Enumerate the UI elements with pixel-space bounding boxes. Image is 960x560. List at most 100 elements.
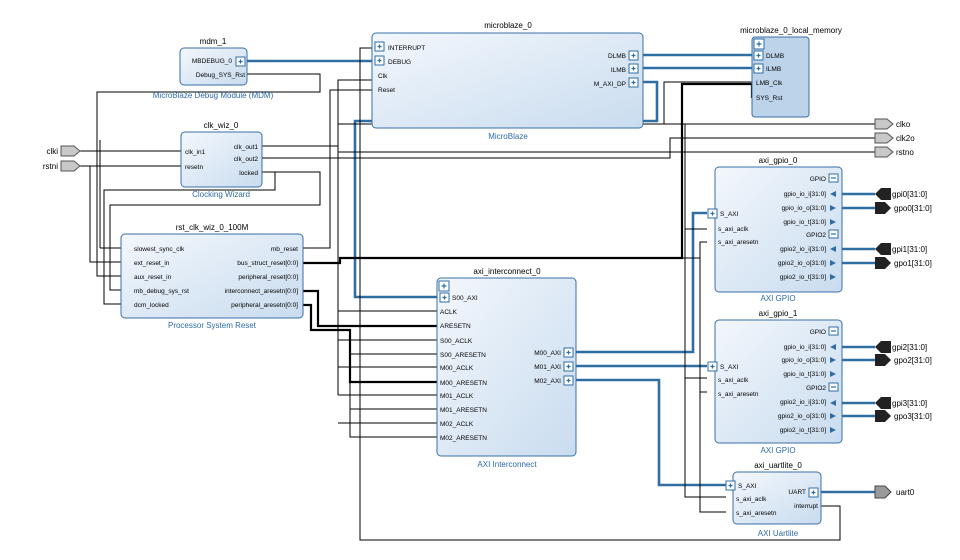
pin-label: M01_AXI (534, 364, 561, 371)
block-proc-sys-reset[interactable]: rst_clk_wiz_0_100M slowest_sync_clk ext_… (120, 223, 304, 330)
port-label: clki (46, 147, 58, 156)
block-body (120, 233, 304, 319)
pin-label: SYS_Rst (756, 95, 783, 102)
bus-input-port-icon (875, 243, 891, 255)
port-label: rstno (896, 148, 914, 157)
pin-label: slowest_sync_clk (134, 246, 185, 253)
block-axi-uartlite[interactable]: axi_uartlite_0 S_AXI s_axi_aclk s_axi_ar… (725, 461, 822, 538)
pin-label: M00_ACLK (440, 365, 474, 372)
block-microblaze[interactable]: microblaze_0 INTERRUPT DEBUG Clk Reset D… (371, 21, 644, 141)
port-gpo3[interactable]: gpo3[31:0] (875, 410, 932, 422)
block-clk-wiz[interactable]: clk_wiz_0 clk_in1 resetn clk_out1 clk_ou… (180, 121, 263, 199)
pin-label: gpio_io_t[31:0] (783, 371, 826, 378)
pin-label: S00_AXI (452, 295, 478, 302)
pin-label: M02_AXI (534, 378, 561, 385)
block-body (714, 319, 843, 444)
pin-label: M02_ACLK (440, 421, 474, 428)
block-axi-gpio-0[interactable]: axi_gpio_0 S_AXI s_axi_aclk s_axi_areset… (707, 156, 843, 303)
input-arrow-icon (830, 246, 836, 252)
port-label: gpi3[31:0] (892, 399, 927, 408)
port-gpi0[interactable]: gpi0[31:0] (875, 188, 927, 200)
pin-label: S00_ARESETN (440, 352, 486, 359)
output-port-rstno[interactable]: rstno (874, 146, 914, 158)
output-port-clk2o[interactable]: clk2o (874, 132, 915, 144)
port-label: gpo2[31:0] (894, 356, 932, 365)
pin-label: MBDEBUG_0 (192, 58, 232, 65)
port-gpi3[interactable]: gpi3[31:0] (875, 397, 927, 409)
pin-label: LMB_Clk (756, 80, 783, 87)
block-title: axi_interconnect_0 (473, 267, 541, 276)
pin-label: Clk (378, 73, 388, 80)
block-subtitle: AXI GPIO (760, 446, 795, 455)
pin-label: M00_ARESETN (440, 380, 487, 387)
input-arrow-icon (830, 400, 836, 406)
pin-label: ILMB (766, 66, 781, 73)
output-port-clko[interactable]: clko (874, 118, 911, 130)
bus-nets (247, 53, 875, 494)
pin-label: gpio2_io_i[31:0] (780, 399, 826, 406)
port-gpo2[interactable]: gpo2[31:0] (875, 354, 932, 366)
output-port-icon (874, 118, 894, 130)
pin-label: S_AXI (738, 483, 757, 490)
pin-label: resetn (185, 164, 203, 171)
pin-label: M02_ARESETN (440, 435, 487, 442)
port-gpi2[interactable]: gpi2[31:0] (875, 341, 927, 353)
pin-label: gpio_io_i[31:0] (784, 191, 826, 198)
pin-label: M_AXI_DP (594, 81, 626, 88)
output-arrow-icon (830, 371, 836, 377)
block-axi-gpio-1[interactable]: axi_gpio_1 S_AXI s_axi_aclk s_axi_areset… (707, 309, 843, 455)
pin-label: gpio_io_t[31:0] (783, 219, 826, 226)
pin-label: s_axi_aclk (736, 496, 767, 503)
pin-label: dcm_locked (134, 302, 169, 309)
bus-output-port-icon (875, 202, 891, 214)
input-port-icon (60, 145, 81, 157)
output-arrow-icon (830, 357, 836, 363)
pin-label: interrupt (794, 503, 818, 510)
block-body (732, 471, 822, 525)
pin-label: s_axi_aresetn (718, 391, 759, 398)
port-gpo1[interactable]: gpo1[31:0] (875, 257, 932, 269)
input-arrow-icon (830, 344, 836, 350)
port-label: gpi2[31:0] (892, 343, 927, 352)
input-port-rstni[interactable]: rstni (43, 160, 81, 172)
pin-label: s_axi_aclk (718, 377, 749, 384)
port-gpo0[interactable]: gpo0[31:0] (875, 202, 932, 214)
port-uart0[interactable]: uart0 (874, 485, 915, 499)
pin-label: Reset (378, 87, 395, 94)
output-port-icon (874, 146, 894, 158)
port-label: rstni (43, 162, 58, 171)
port-gpi1[interactable]: gpi1[31:0] (875, 243, 927, 255)
output-arrow-icon (830, 260, 836, 266)
block-mdm[interactable]: mdm_1 MBDEBUG_0 Debug_SYS_Rst MicroBlaze… (153, 37, 274, 100)
bus-input-port-icon (875, 397, 891, 409)
output-arrow-icon (830, 219, 836, 225)
block-subtitle: Processor System Reset (168, 321, 257, 330)
block-subtitle: Clocking Wizard (192, 190, 250, 199)
block-body (180, 131, 263, 188)
pin-label: interconnect_aresetn[0:0] (225, 288, 299, 295)
block-axi-interconnect[interactable]: axi_interconnect_0 S00_AXI ACLK ARESETN … (436, 267, 577, 469)
pin-label: gpio2_io_o[31:0] (778, 413, 826, 420)
pin-label: S_AXI (720, 211, 739, 218)
pin-label: ARESETN (440, 323, 471, 330)
pin-label: GPIO (810, 329, 826, 336)
port-label: uart0 (896, 488, 915, 497)
bus-input-port-icon (875, 341, 891, 353)
block-body (436, 277, 577, 457)
input-port-clki[interactable]: clki (46, 145, 81, 157)
pin-label: M01_ACLK (440, 393, 474, 400)
pin-label: M00_AXI (534, 350, 561, 357)
block-title: mdm_1 (200, 37, 227, 46)
bus-output-port-icon (875, 257, 891, 269)
block-local-memory[interactable]: microblaze_0_local_memory DLMB ILMB LMB_… (740, 26, 842, 118)
block-title: microblaze_0 (484, 21, 532, 30)
block-subtitle: AXI Interconnect (477, 460, 537, 469)
pin-label: gpio2_io_o[31:0] (778, 260, 826, 267)
block-title: rst_clk_wiz_0_100M (176, 223, 249, 232)
port-label: gpo3[31:0] (894, 412, 932, 421)
bus-output-port-icon (875, 354, 891, 366)
output-port-icon (874, 132, 894, 144)
pin-label: DLMB (608, 53, 626, 60)
pin-label: ILMB (611, 67, 626, 74)
pin-label: GPIO2 (806, 385, 826, 392)
